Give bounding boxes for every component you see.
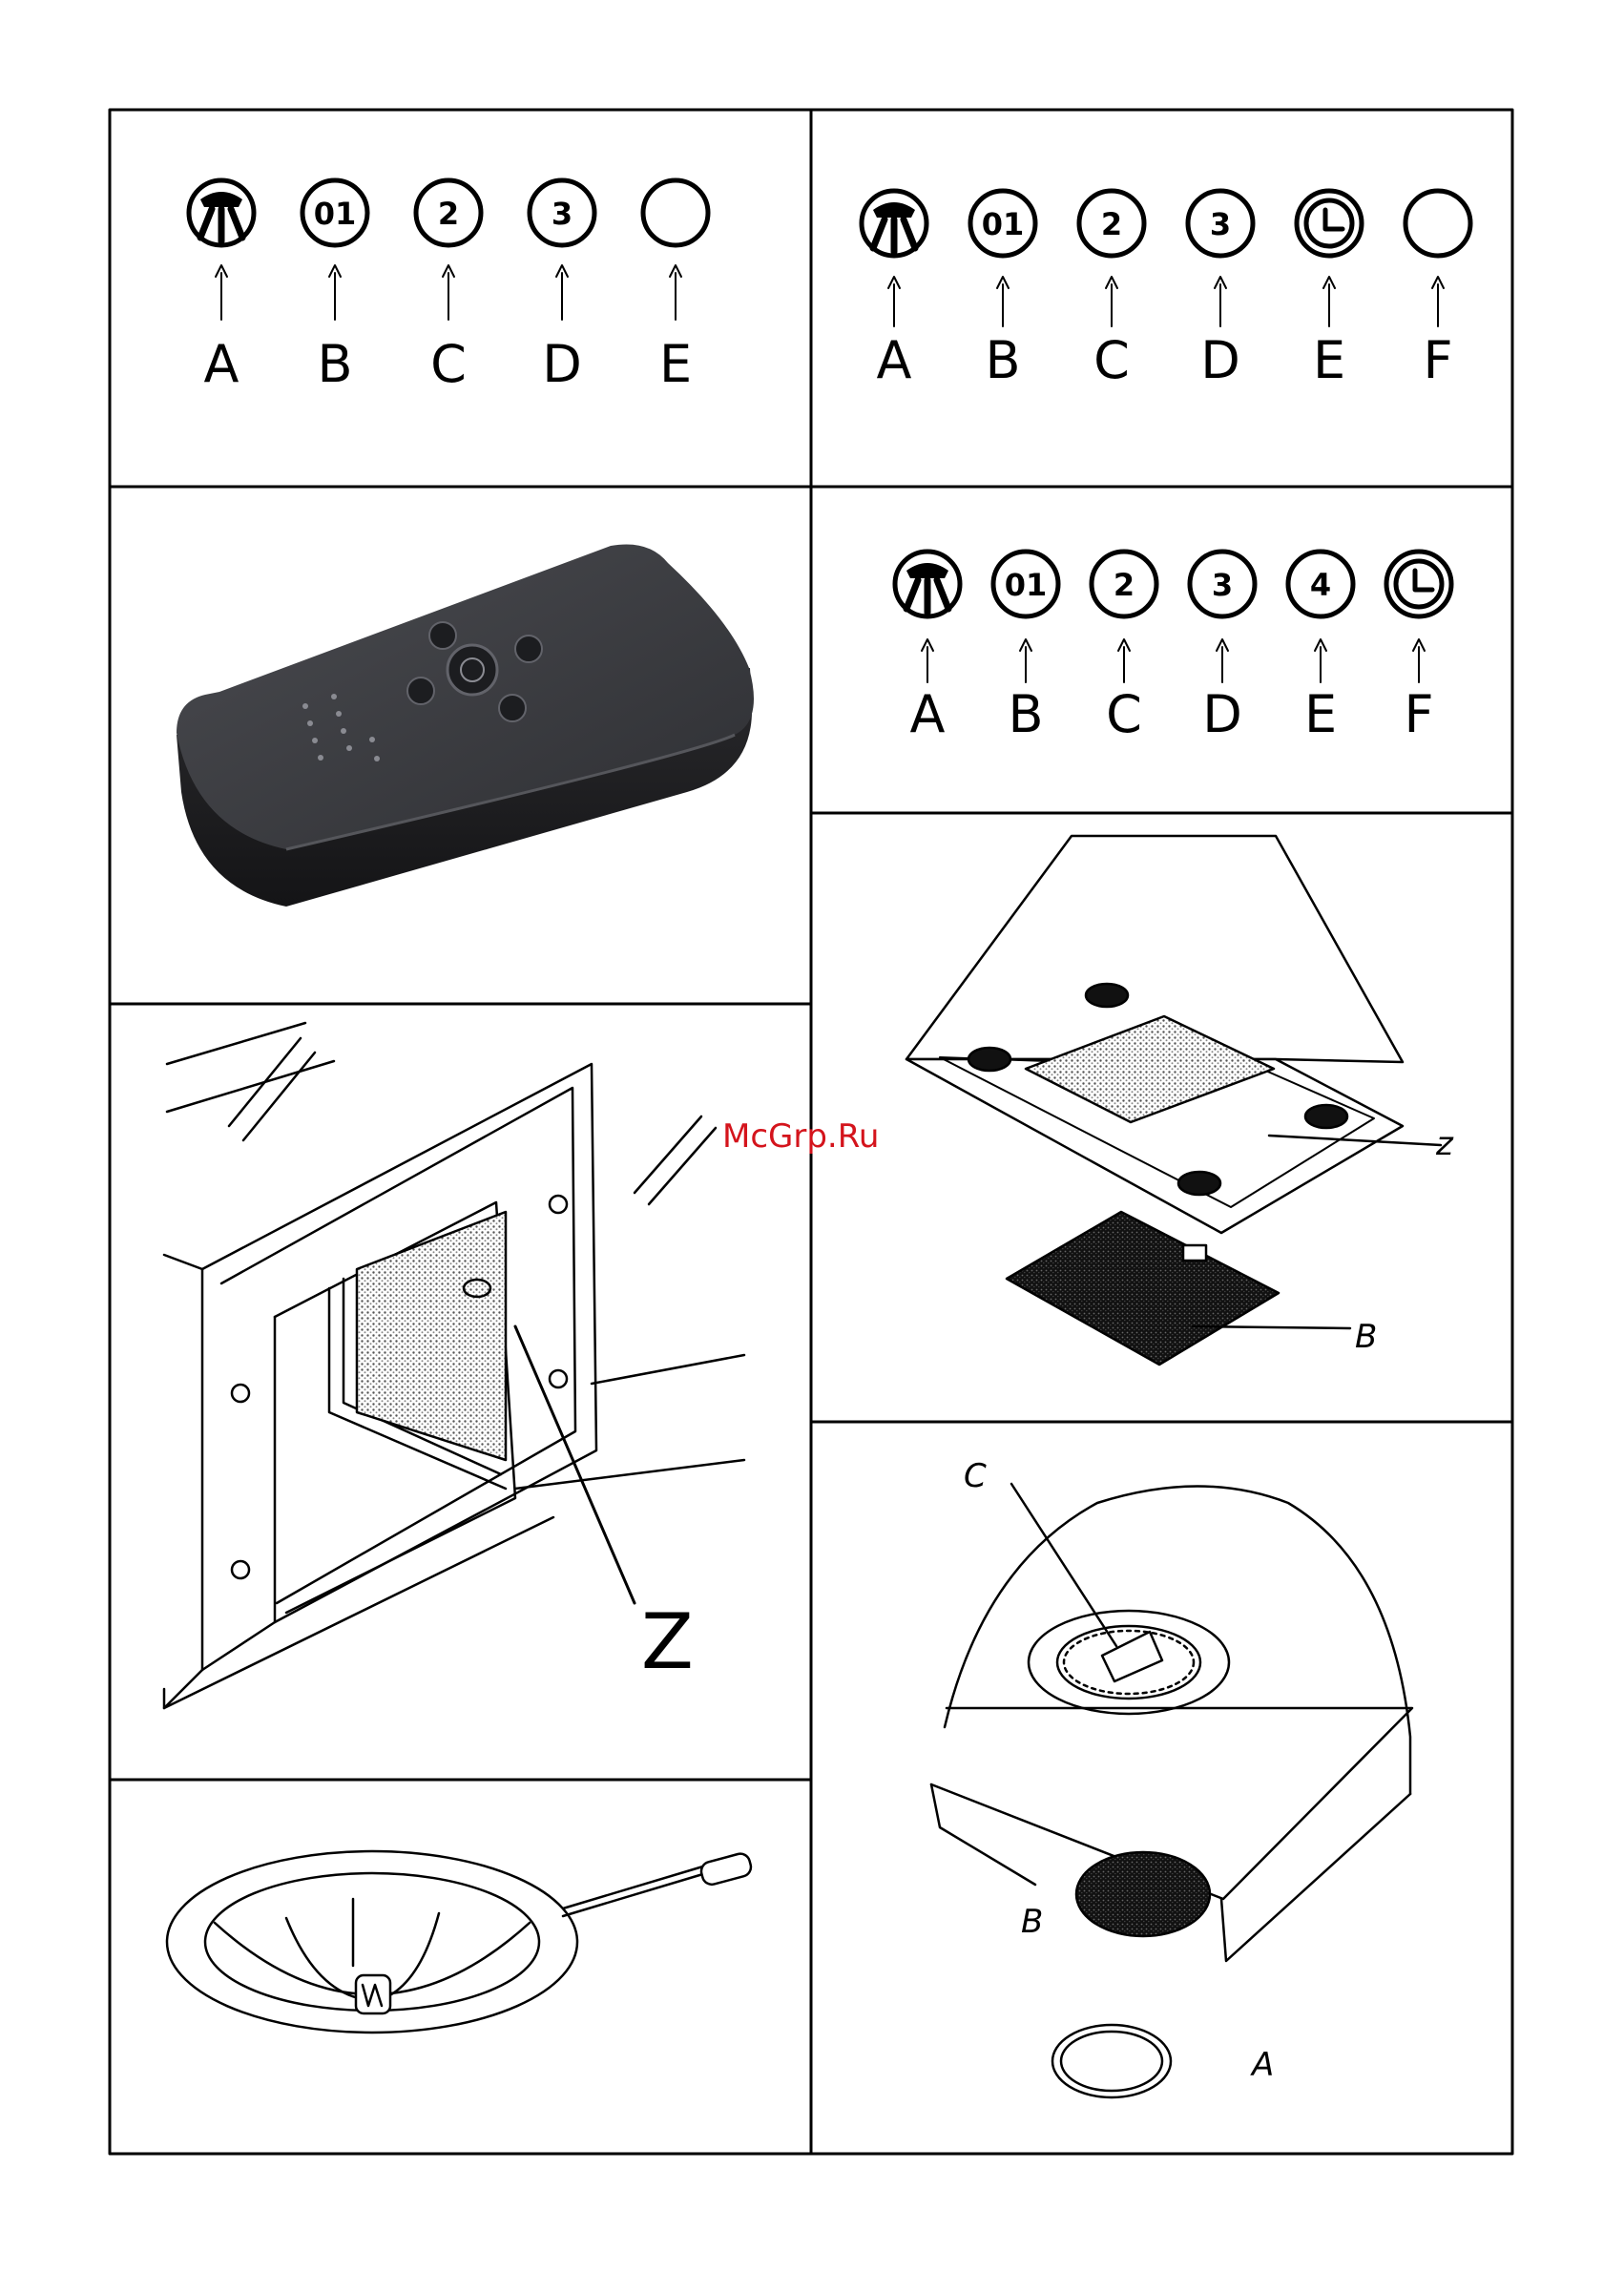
speed-1-icon-label: 01 xyxy=(1005,567,1048,603)
symbol-letter: A xyxy=(910,684,946,744)
light-icon: A xyxy=(862,191,927,390)
speed-3-icon: 3D xyxy=(1188,191,1253,390)
speed-2-icon: 2C xyxy=(1079,191,1144,390)
speed-4-icon-label: 4 xyxy=(1310,567,1331,603)
speed-1-icon: 01B xyxy=(993,552,1058,744)
blank-button-icon: F xyxy=(1405,191,1470,390)
symbol-letter: A xyxy=(877,330,912,390)
callout-c-knob: C xyxy=(964,1457,987,1495)
callout-z-hood: z xyxy=(1435,1125,1454,1163)
symbol-letter: C xyxy=(1093,330,1130,390)
symbol-letter: C xyxy=(1106,684,1142,744)
light-icon: A xyxy=(189,180,254,394)
speed-1-icon-label: 01 xyxy=(314,196,357,232)
symbol-letter: E xyxy=(659,334,692,394)
symbol-letter: D xyxy=(542,334,582,394)
speed-3-icon: 3D xyxy=(530,180,594,394)
symbol-letter: D xyxy=(1202,684,1242,744)
symbol-letter: B xyxy=(1008,684,1043,744)
remote-control-photo xyxy=(177,544,754,907)
watermark: McGrp.Ru xyxy=(722,1117,879,1156)
speed-2-icon-label: 2 xyxy=(1114,567,1135,603)
speed-2-icon: 2C xyxy=(416,180,481,394)
speed-1-icon-label: 01 xyxy=(982,206,1025,242)
hood-underside-diagram xyxy=(906,836,1441,1365)
symbol-letter: E xyxy=(1313,330,1345,390)
speed-3-icon-label: 3 xyxy=(1212,567,1233,603)
symbol-letter: F xyxy=(1404,684,1433,744)
speed-4-icon: 4E xyxy=(1288,552,1353,744)
callout-b-carbon: B xyxy=(1021,1903,1043,1941)
lamp-bulb-diagram xyxy=(167,1851,753,2033)
speed-2-icon-label: 2 xyxy=(1101,206,1122,242)
speed-1-icon: 01B xyxy=(970,191,1035,390)
callout-a-ring: A xyxy=(1250,2046,1274,2084)
speed-3-icon-label: 3 xyxy=(1210,206,1231,242)
light-icon: A xyxy=(895,552,960,744)
symbol-letter: B xyxy=(317,334,352,394)
speed-3-icon: 3D xyxy=(1190,552,1255,744)
symbol-letter: B xyxy=(985,330,1020,390)
symbol-letter: C xyxy=(430,334,467,394)
speed-1-icon: 01B xyxy=(302,180,367,394)
callout-b-charcoal-filter: B xyxy=(1355,1318,1377,1356)
speed-2-icon: 2C xyxy=(1092,552,1156,744)
timer-icon: E xyxy=(1297,191,1362,390)
callout-z-frame: Z xyxy=(641,1597,694,1686)
symbol-letter: E xyxy=(1304,684,1337,744)
timer-icon: F xyxy=(1386,552,1451,744)
symbol-letter: D xyxy=(1200,330,1240,390)
speed-2-icon-label: 2 xyxy=(438,196,459,232)
symbol-letter: F xyxy=(1423,330,1452,390)
symbol-letter: A xyxy=(204,334,239,394)
speed-3-icon-label: 3 xyxy=(552,196,573,232)
blank-button-icon: E xyxy=(643,180,708,394)
carbon-filter-diagram xyxy=(931,1484,1412,2097)
